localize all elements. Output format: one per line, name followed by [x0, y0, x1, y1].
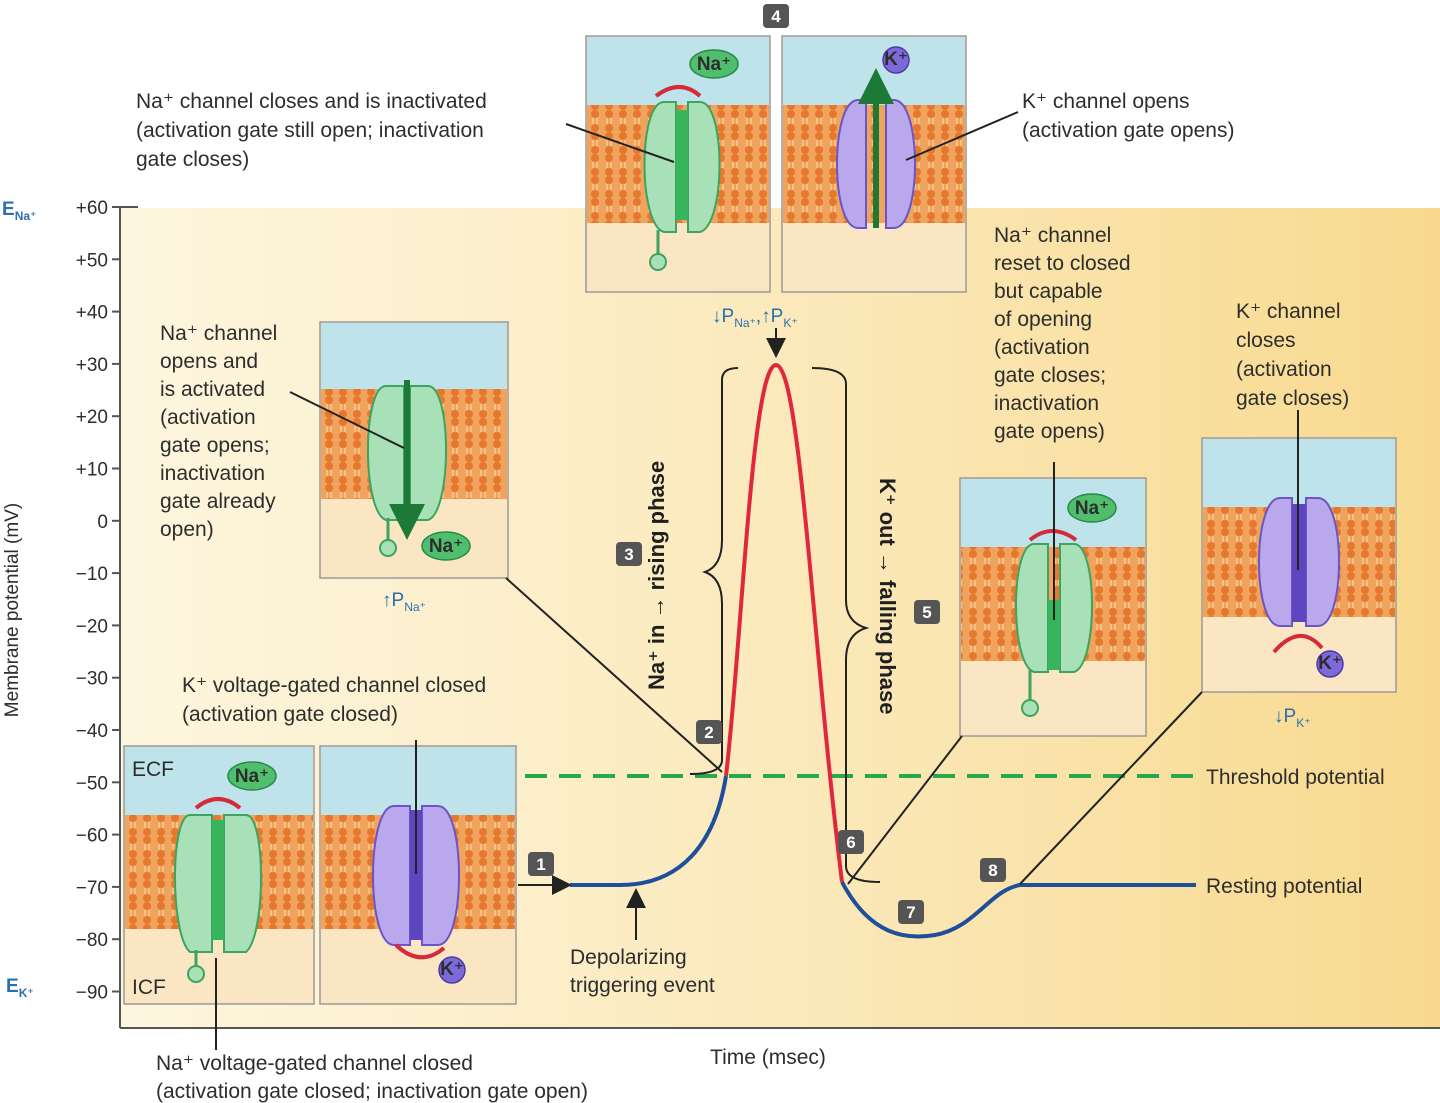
threshold-label: Threshold potential: [1206, 766, 1385, 789]
svg-text:2: 2: [704, 723, 713, 742]
panel-resting-k-channel: K⁺: [319, 740, 517, 1005]
y-tick-label: +30: [76, 355, 108, 376]
y-tick-label: −30: [76, 669, 108, 690]
svg-text:Na⁺: Na⁺: [697, 54, 731, 75]
svg-text:K⁺: K⁺: [884, 49, 908, 70]
svg-text:Na⁺: Na⁺: [429, 536, 463, 557]
falling-brace: [811, 367, 881, 883]
y-tick-label: −10: [76, 564, 108, 585]
panel-na-channel-opens: Na⁺: [319, 321, 509, 579]
svg-text:K⁺: K⁺: [440, 959, 464, 980]
svg-text:6: 6: [846, 833, 855, 852]
y-tick-label: +60: [76, 198, 108, 219]
y-tick-labels: +60 +50 +40 +30 +20 +10 0 −10 −20 −30 −40 −50 −60 −70…: [76, 198, 120, 1004]
y-tick-label: +50: [76, 250, 108, 271]
curve-spike: [724, 362, 844, 883]
svg-text:3: 3: [624, 545, 633, 564]
y-tick-label: +10: [76, 460, 108, 481]
svg-text:5: 5: [922, 603, 931, 622]
y-tick-label: +20: [76, 407, 108, 428]
step-badge-2: 2: [696, 720, 722, 744]
e-na-label: ENa⁺: [2, 199, 36, 223]
curve-depolarization: [570, 775, 728, 887]
y-tick-label: −50: [76, 773, 108, 794]
step-badge-7: 7: [898, 900, 924, 924]
panel-k-opens: K⁺: [781, 35, 967, 293]
curve-repolarization: [840, 881, 1196, 939]
y-tick-label: −70: [76, 878, 108, 899]
svg-text:1: 1: [536, 855, 545, 874]
step-badge-4: 4: [763, 4, 789, 28]
depolarizing-label: Depolarizing: [570, 946, 687, 969]
p-na-up-label: ↑PNa⁺: [382, 590, 426, 614]
y-tick-label: −40: [76, 721, 108, 742]
y-tick-label: −60: [76, 826, 108, 847]
x-axis-label: Time (msec): [710, 1046, 826, 1069]
callout-na-reset: Na⁺ channel reset to closed but capable …: [994, 224, 1136, 443]
resting-label: Resting potential: [1206, 875, 1362, 898]
y-tick-label: −90: [76, 983, 108, 1004]
callout-k-opens: K⁺ channel opens (activation gate opens): [1022, 90, 1234, 142]
svg-text:Na⁺: Na⁺: [235, 766, 269, 787]
y-tick-label: 0: [97, 512, 108, 533]
svg-text:Na⁺: Na⁺: [1075, 498, 1109, 519]
y-tick-label: −20: [76, 616, 108, 637]
y-axis-label: Membrane potential (mV): [2, 503, 23, 717]
step-badge-8: 8: [980, 858, 1006, 882]
e-k-label: EK⁺: [6, 976, 34, 1000]
peak-permeability-label: ↓PNa⁺,↑PK⁺: [712, 306, 798, 330]
svg-text:4: 4: [771, 7, 781, 26]
callout-na-inactivated: Na⁺ channel closes and is inactivated (a…: [136, 90, 493, 171]
step-badge-6: 6: [838, 830, 864, 854]
callout-k-closes: K⁺ channel closes (activation gate close…: [1236, 300, 1349, 410]
y-tick-label: −80: [76, 930, 108, 951]
panel-k-closes: K⁺: [1201, 410, 1397, 693]
svg-text:7: 7: [906, 903, 915, 922]
step-badge-1: 1: [528, 852, 554, 876]
panel-na-reset: Na⁺: [959, 462, 1147, 737]
svg-text:triggering event: triggering event: [570, 974, 715, 997]
callout-na-closed: Na⁺ voltage-gated channel closed (activa…: [156, 1052, 588, 1103]
icf-label: ICF: [132, 976, 166, 999]
svg-text:K⁺: K⁺: [1318, 653, 1342, 674]
callout-k-closed: K⁺ voltage-gated channel closed (activat…: [182, 674, 492, 726]
panel-na-inactivated: Na⁺: [585, 35, 771, 293]
y-tick-label: +40: [76, 303, 108, 324]
svg-text:8: 8: [988, 861, 997, 880]
falling-phase-label: K⁺ out → falling phase: [875, 478, 900, 715]
rising-phase-label: Na⁺ in → rising phase: [644, 461, 669, 690]
p-k-down-label: ↓PK⁺: [1274, 706, 1311, 730]
callout-na-opens: Na⁺ channel opens and is activated (acti…: [160, 322, 283, 541]
rising-brace: [689, 367, 739, 775]
step-badge-5: 5: [914, 600, 940, 624]
step-badge-3: 3: [616, 542, 642, 566]
panel-resting-na-channel: Na⁺ ECF ICF: [123, 745, 315, 1005]
ecf-label: ECF: [132, 758, 174, 781]
